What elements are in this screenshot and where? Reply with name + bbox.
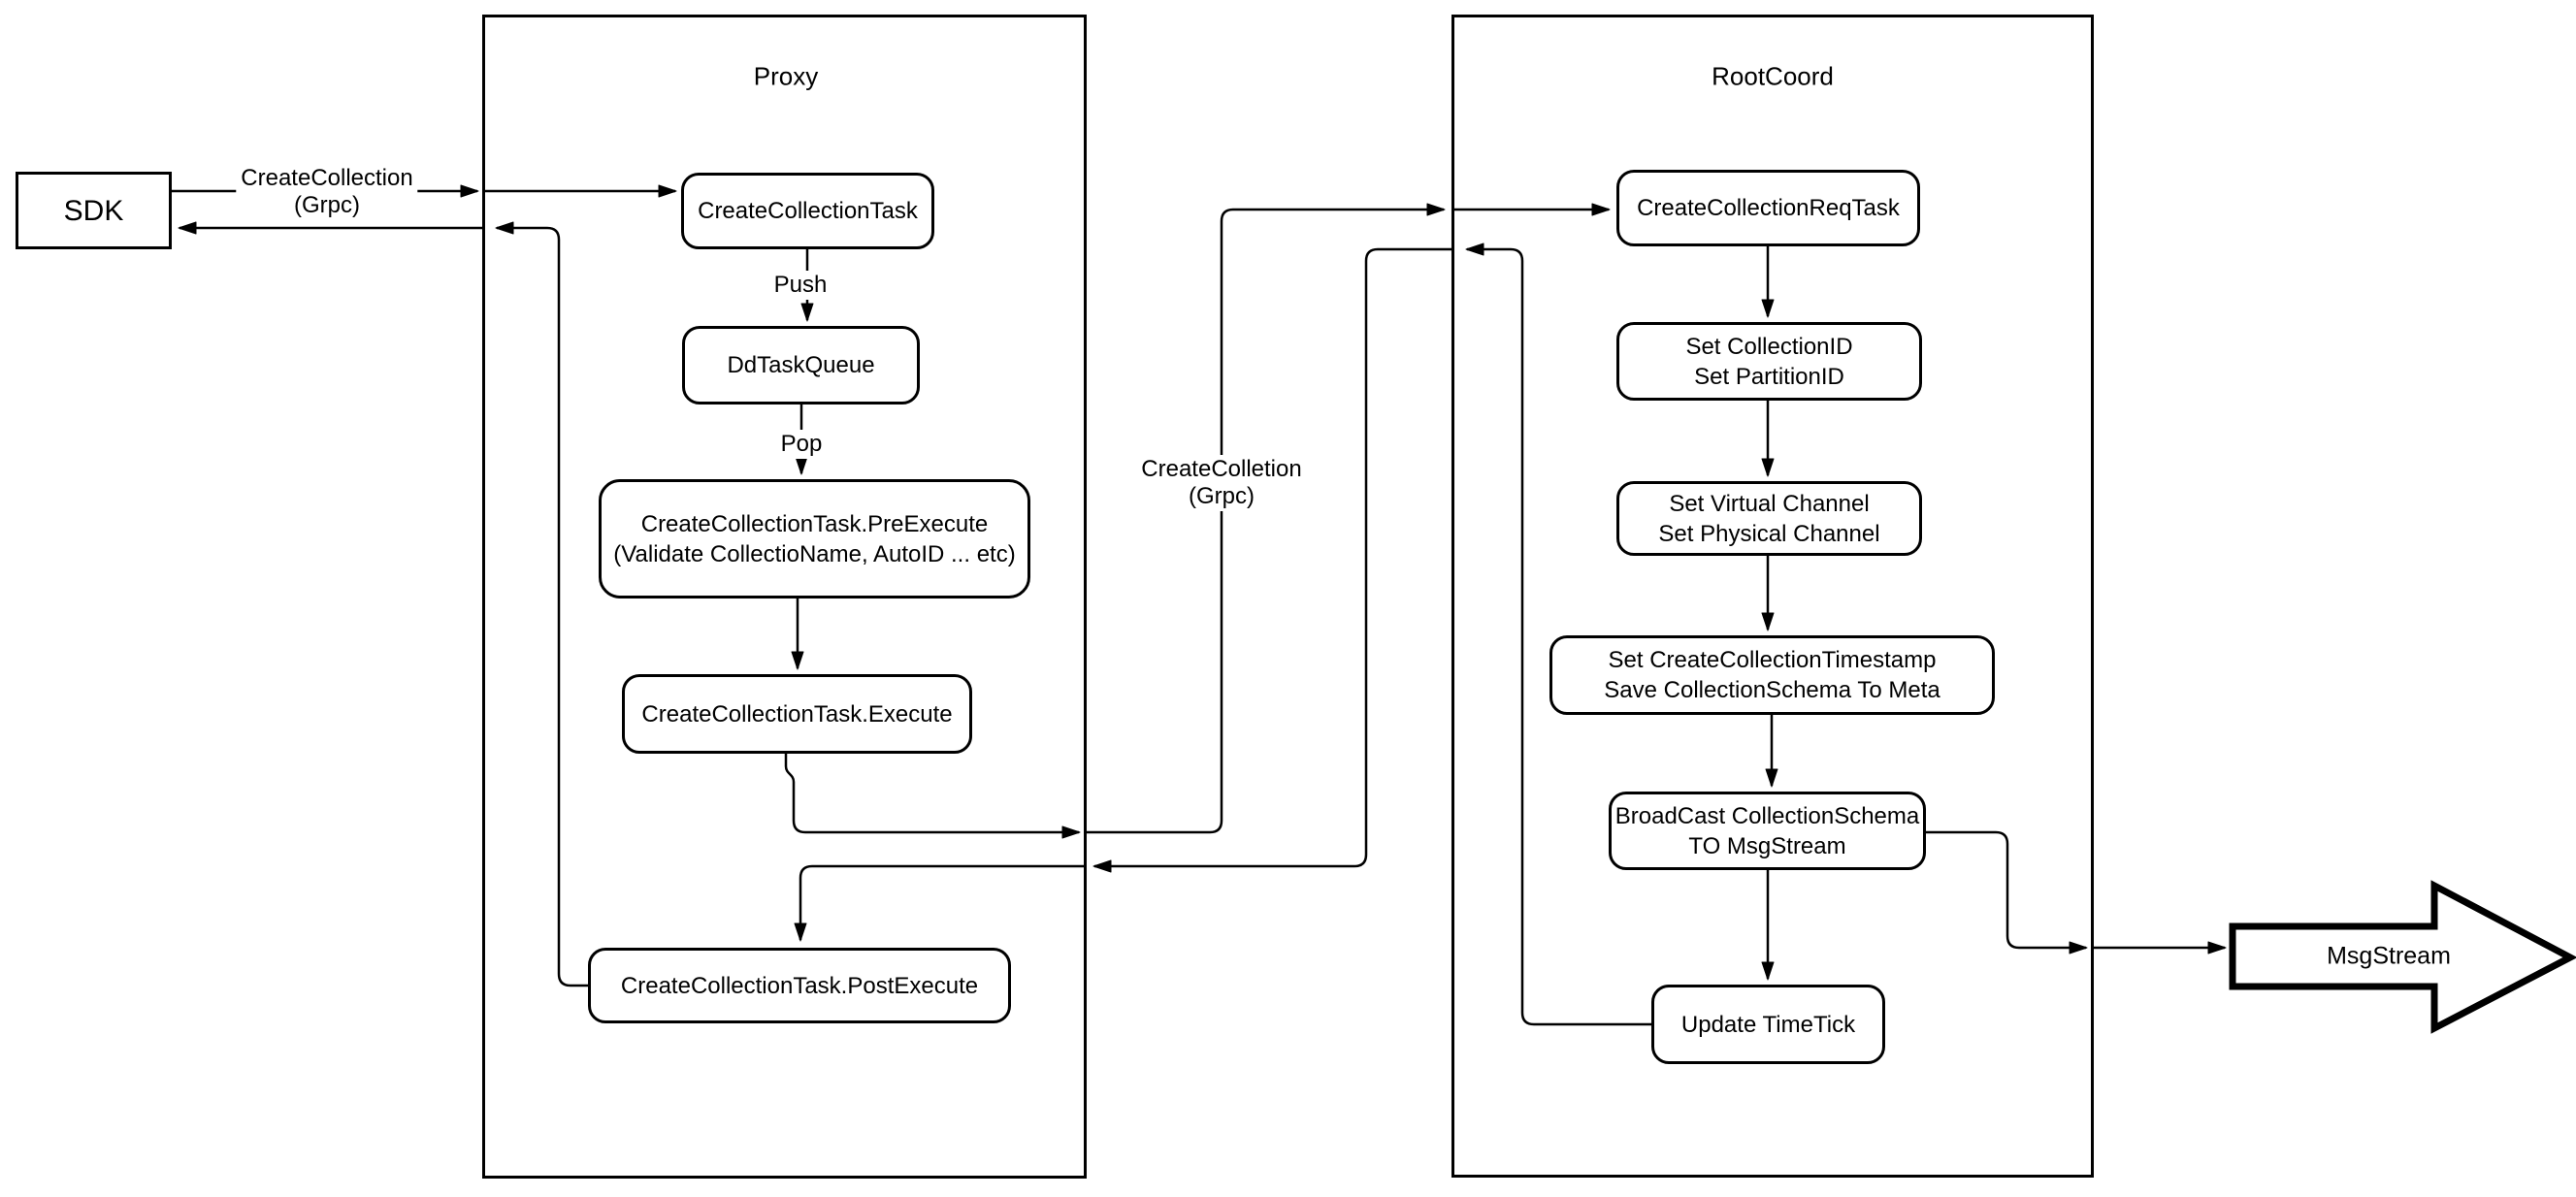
proxy-container <box>482 15 1087 1179</box>
edge-label-proxy-grpc: CreateColletion (Grpc) <box>1136 455 1307 511</box>
node-set-channels-line2: Set Physical Channel <box>1658 520 1880 547</box>
edge-label-sdk-grpc-line2: (Grpc) <box>293 192 360 218</box>
node-dd-task-queue: DdTaskQueue <box>682 326 920 404</box>
node-pre-execute-line2: (Validate CollectioName, AutoID ... etc) <box>613 540 1016 567</box>
node-execute: CreateCollectionTask.Execute <box>622 674 972 754</box>
proxy-title: Proxy <box>753 61 819 91</box>
rootcoord-title: RootCoord <box>1712 61 1834 91</box>
edge-label-sdk-grpc-line1: CreateCollection <box>241 165 413 191</box>
node-post-execute: CreateCollectionTask.PostExecute <box>588 948 1011 1023</box>
edge-broadcast-out-of-rootcoord <box>1926 830 2088 954</box>
node-set-timestamp-line1: Set CreateCollectionTimestamp <box>1608 647 1937 673</box>
edge-label-push: Push <box>768 271 832 300</box>
edge-timetick-return-out <box>1465 243 1651 1026</box>
edge-execute-out-of-proxy <box>784 754 1081 839</box>
node-set-ids-line2: Set PartitionID <box>1694 363 1844 390</box>
edge-grpc-riser <box>1087 203 1446 834</box>
node-set-ids-line1: Set CollectionID <box>1685 333 1853 360</box>
edge-into-postexecute <box>794 864 1087 942</box>
node-execute-label: CreateCollectionTask.Execute <box>641 700 953 728</box>
node-req-task: CreateCollectionReqTask <box>1616 170 1920 246</box>
edge-label-pop: Pop <box>775 430 828 459</box>
node-pre-execute-line1: CreateCollectionTask.PreExecute <box>640 510 989 537</box>
node-set-channels: Set Virtual Channel Set Physical Channel <box>1616 481 1922 556</box>
node-broadcast-line1: BroadCast CollectionSchema <box>1614 802 1920 829</box>
node-dd-task-queue-label: DdTaskQueue <box>727 352 875 378</box>
node-sdk: SDK <box>16 172 172 249</box>
node-sdk-label: SDK <box>63 194 124 227</box>
rootcoord-container <box>1451 15 2094 1178</box>
node-set-channels-line1: Set Virtual Channel <box>1669 490 1870 517</box>
edge-return-to-proxy <box>1092 247 1451 873</box>
edge-label-sdk-grpc: CreateCollection (Grpc) <box>236 164 418 220</box>
msgstream-arrow-shape <box>2229 880 2576 1034</box>
edge-label-proxy-grpc-line2: (Grpc) <box>1188 483 1255 509</box>
node-create-collection-task: CreateCollectionTask <box>681 173 934 249</box>
node-pre-execute: CreateCollectionTask.PreExecute (Validat… <box>599 479 1030 598</box>
edge-postexecute-out <box>495 221 588 987</box>
node-set-ids: Set CollectionID Set PartitionID <box>1616 322 1922 401</box>
node-update-timetick-label: Update TimeTick <box>1680 1011 1856 1038</box>
node-req-task-label: CreateCollectionReqTask <box>1637 195 1900 221</box>
msgstream-label: MsgStream <box>2327 942 2451 970</box>
edge-label-proxy-grpc-line1: CreateColletion <box>1141 456 1302 482</box>
node-create-collection-task-label: CreateCollectionTask <box>698 198 918 224</box>
node-set-timestamp-line2: Save CollectionSchema To Meta <box>1604 677 1940 703</box>
node-broadcast: BroadCast CollectionSchema TO MsgStream <box>1609 792 1926 870</box>
node-post-execute-label: CreateCollectionTask.PostExecute <box>620 972 979 999</box>
node-broadcast-line2: TO MsgStream <box>1688 832 1846 859</box>
node-update-timetick: Update TimeTick <box>1651 985 1885 1064</box>
node-set-timestamp: Set CreateCollectionTimestamp Save Colle… <box>1549 635 1995 715</box>
